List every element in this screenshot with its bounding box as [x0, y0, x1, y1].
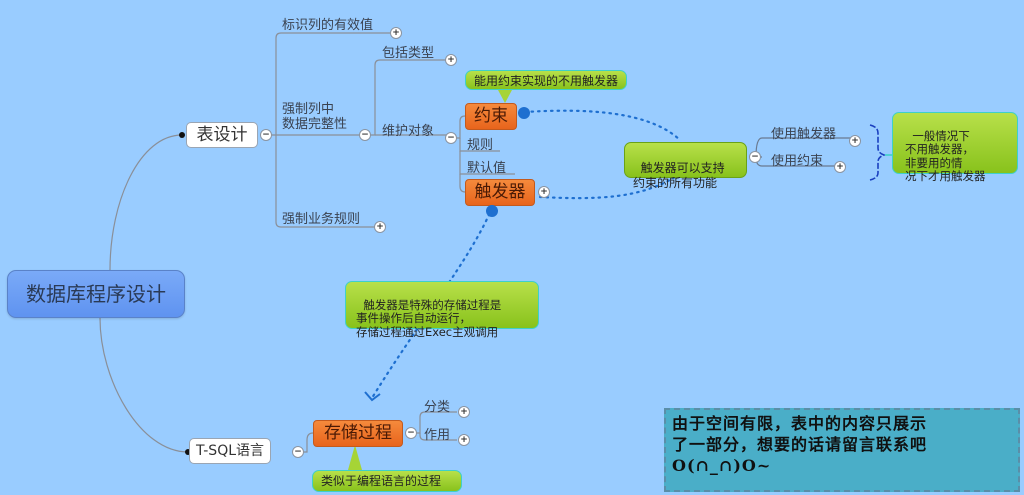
topic-rule[interactable]: 规则: [467, 138, 494, 153]
callout-constraint-note[interactable]: 能用约束实现的不用触发器: [465, 70, 628, 90]
relationship-handle[interactable]: [518, 107, 530, 119]
topic-trigger[interactable]: 触发器: [465, 179, 535, 206]
expand-toggle-purpose[interactable]: +: [458, 434, 470, 446]
root-topic-label: 数据库程序设计: [26, 282, 166, 306]
topic-category[interactable]: 分类: [424, 400, 451, 415]
expand-toggle-include-types[interactable]: +: [445, 54, 457, 66]
topic-tsql[interactable]: T-SQL语言: [189, 438, 271, 464]
expand-toggle-category[interactable]: +: [458, 406, 470, 418]
topic-constraint[interactable]: 约束: [465, 103, 517, 130]
footnote-text: 由于空间有限，表中的内容只展示 了一部分，想要的话请留言联系吧 O(∩_∩)O~: [672, 414, 928, 475]
callout-trigger-supports-text: 触发器可以支持 约束的所有功能: [633, 161, 725, 190]
topic-use-constraint[interactable]: 使用约束: [771, 154, 824, 169]
topic-use-trigger[interactable]: 使用触发器: [771, 127, 837, 142]
connection-point: [185, 449, 191, 455]
topic-constraint-label: 约束: [474, 106, 508, 126]
callout-trigger-supports[interactable]: 触发器可以支持 约束的所有功能: [624, 142, 747, 190]
topic-table-design[interactable]: 表设计: [186, 122, 258, 148]
callout-proc-note-text: 类似于编程语言的过程: [321, 474, 442, 488]
footnote-box: 由于空间有限，表中的内容只展示 了一部分，想要的话请留言联系吧 O(∩_∩)O~: [664, 408, 1020, 492]
callout-general-rule-text: 一般情况下 不用触发器， 非要用的情 况下才用触发器: [905, 128, 986, 183]
collapse-toggle-integrity[interactable]: −: [359, 129, 371, 141]
topic-identity-values[interactable]: 标识列的有效值: [282, 18, 374, 33]
topic-include-types[interactable]: 包括类型: [382, 46, 435, 61]
callout-trigger-vs-proc[interactable]: 触发器是特殊的存储过程是 事件操作后自动运行， 存储过程通过Exec主观调用: [345, 281, 539, 338]
expand-toggle-trigger[interactable]: +: [538, 186, 550, 198]
topic-enforce-integrity[interactable]: 强制列中 数据完整性: [282, 102, 348, 132]
expand-toggle-identity-values[interactable]: +: [390, 27, 402, 39]
topic-enforce-business-rules[interactable]: 强制业务规则: [282, 212, 361, 227]
topic-stored-procedure-label: 存储过程: [324, 423, 392, 443]
topic-table-design-label: 表设计: [196, 125, 248, 145]
collapse-toggle-stored-procedure[interactable]: −: [405, 427, 417, 439]
callout-constraint-note-text: 能用约束实现的不用触发器: [474, 74, 619, 88]
collapse-toggle-tsql[interactable]: −: [292, 446, 304, 458]
callout-trigger-vs-proc-text: 触发器是特殊的存储过程是 事件操作后自动运行， 存储过程通过Exec主观调用: [356, 297, 502, 339]
collapse-toggle-table-design[interactable]: −: [260, 129, 272, 141]
topic-tsql-label: T-SQL语言: [195, 443, 265, 459]
topic-stored-procedure[interactable]: 存储过程: [313, 420, 403, 447]
expand-toggle-use-constraint[interactable]: +: [834, 161, 846, 173]
topic-purpose[interactable]: 作用: [424, 428, 451, 443]
collapse-toggle-maintain-objects[interactable]: −: [445, 132, 457, 144]
callout-proc-note[interactable]: 类似于编程语言的过程: [312, 470, 462, 492]
collapse-toggle-trigger-supports[interactable]: −: [749, 151, 761, 163]
expand-toggle-use-trigger[interactable]: +: [849, 135, 861, 147]
expand-toggle-business-rules[interactable]: +: [374, 221, 386, 233]
relationship-handle[interactable]: [486, 205, 498, 217]
topic-maintain-objects[interactable]: 维护对象: [382, 124, 435, 139]
root-topic[interactable]: 数据库程序设计: [7, 270, 185, 318]
connection-point: [179, 132, 185, 138]
topic-default[interactable]: 默认值: [467, 161, 507, 176]
callout-general-rule[interactable]: 一般情况下 不用触发器， 非要用的情 况下才用触发器: [892, 112, 1018, 183]
topic-trigger-label: 触发器: [474, 182, 526, 202]
